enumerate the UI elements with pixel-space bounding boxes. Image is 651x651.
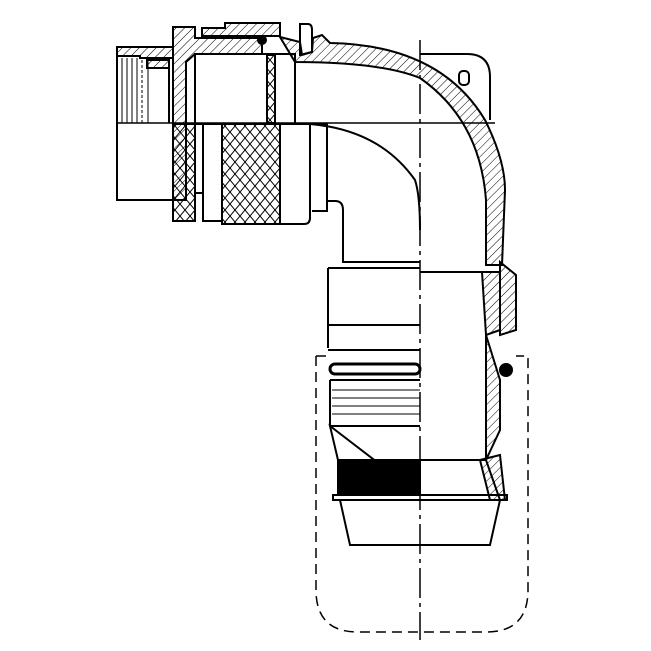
elbow-body <box>277 23 517 348</box>
rear-gland <box>328 334 513 546</box>
coupling-nut <box>172 22 328 225</box>
cable-envelope-outline <box>315 355 529 633</box>
centerlines <box>117 40 495 640</box>
